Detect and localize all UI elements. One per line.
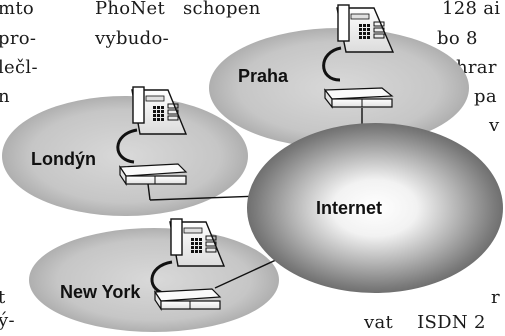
londyn-label: Londýn [31,149,96,169]
londyn-zone [2,96,248,216]
right-line-5: v [489,115,500,136]
praha-label: Praha [238,66,289,86]
new-york-zone [29,228,279,332]
londyn-router-icon [118,163,188,186]
left-line-4: n [0,86,10,107]
left-line-5: t [0,287,6,308]
left-line-6: ý- [0,310,15,331]
right-line-3: hrar [456,57,497,78]
left-line-2: pro- [0,28,37,49]
left-line-1: mto [0,0,35,19]
right-line-1: 128 ai [442,0,501,19]
internet-label: Internet [316,198,382,218]
praha-zone [209,28,469,148]
new-york-label: New York [60,282,141,302]
right-line-6: r [491,287,500,308]
link-londyn-internet [147,183,151,201]
praha-phone-icon [322,4,395,82]
new-york-router-icon [153,288,222,311]
right-line-7: vat ISDN 2 [364,312,486,333]
link-londyn-internet-h [149,195,261,201]
praha-router-icon [323,87,394,109]
internet-zone [247,123,503,293]
left-line-3: lečl- [0,57,38,78]
right-line-2: bo 8 [437,28,478,49]
middle-line-1: PhoNet schopen [95,0,261,19]
londyn-phone-icon [116,86,188,164]
middle-line-2: vybudo- [95,28,169,49]
right-line-4: pa [474,86,497,107]
